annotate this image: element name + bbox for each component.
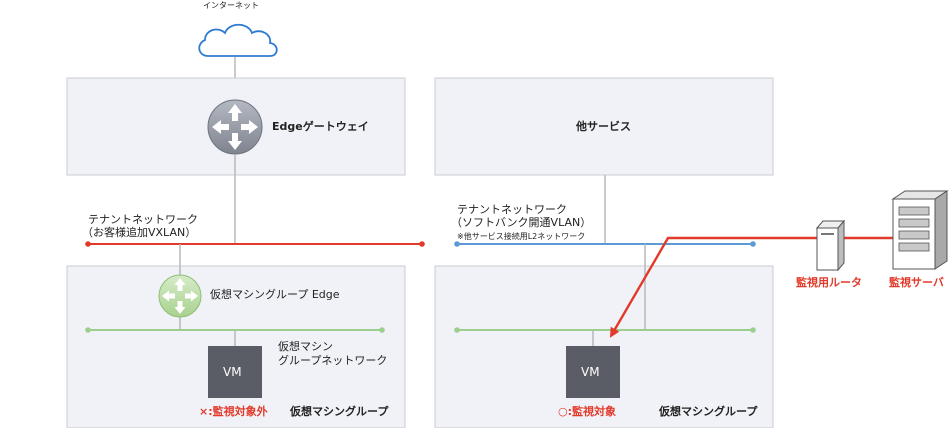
- monitor-server-icon: [891, 190, 949, 270]
- vm-group-network-left-endpoint: [85, 327, 91, 333]
- edge-gateway-label: Edgeゲートウェイ: [272, 120, 369, 133]
- vm-group-edge-router-icon: [158, 274, 202, 318]
- tenant-network-right-title: テナントネットワーク: [457, 203, 567, 216]
- other-services-label: 他サービス: [576, 120, 631, 133]
- vm-group-network-left-endpoint: [379, 327, 385, 333]
- internet-cloud-icon: [198, 23, 278, 57]
- tenant-network-right-subtitle: （ソフトバンク開通VLAN）: [451, 216, 592, 229]
- vm-group-network-right-endpoint: [750, 327, 756, 333]
- tenant-network-left-endpoint: [419, 241, 425, 247]
- vm-group-network-label-line2: グループネットワーク: [278, 354, 388, 367]
- tenant-network-right-endpoint: [454, 241, 460, 247]
- vm-group-network-right-endpoint: [454, 327, 460, 333]
- vm-right-label: VM: [581, 365, 600, 379]
- vm-group-network-label-line1: 仮想マシン: [278, 340, 333, 353]
- tenant-network-right-endpoint: [750, 241, 756, 247]
- vm-right-box: [566, 346, 620, 398]
- tenant-network-left-title: テナントネットワーク: [88, 213, 198, 226]
- vm-right-status: ○:監視対象: [558, 405, 616, 418]
- router-icon: [207, 99, 263, 155]
- vm-left-box: [208, 346, 262, 398]
- monitor-router-label: 監視用ルータ: [796, 276, 862, 289]
- vm-group-edge-label: 仮想マシングループ Edge: [210, 288, 340, 301]
- tenant-network-left-endpoint: [85, 241, 91, 247]
- monitor-server-label: 監視サーバ: [889, 276, 944, 289]
- tenant-network-left-subtitle: （お客様追加VXLAN）: [82, 226, 197, 239]
- internet-label: インターネット: [203, 1, 259, 10]
- vm-left-label: VM: [223, 365, 242, 379]
- tenant-network-right-note: ※他サービス接続用L2ネットワーク: [457, 232, 586, 241]
- vm-group-right-label: 仮想マシングループ: [659, 405, 758, 418]
- other-services-box: [434, 77, 774, 176]
- vm-left-status: ×:監視対象外: [199, 405, 268, 418]
- monitor-router-icon: [815, 219, 846, 272]
- vm-group-left-label: 仮想マシングループ: [290, 405, 389, 418]
